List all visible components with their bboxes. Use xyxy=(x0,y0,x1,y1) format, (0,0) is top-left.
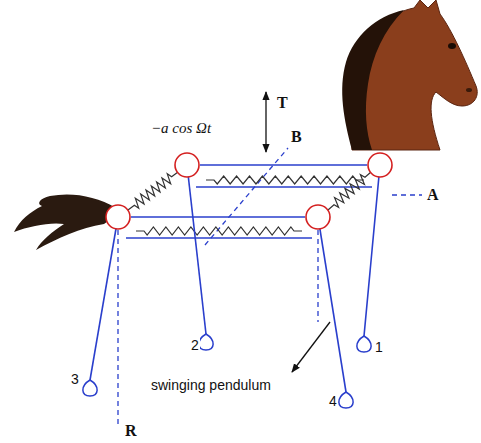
pendulum-rod xyxy=(187,165,206,334)
pendulum-bob xyxy=(199,334,213,350)
horse-mane xyxy=(342,10,404,150)
frame-bar xyxy=(126,237,312,239)
callout-number: 2 xyxy=(190,338,200,353)
frame-bar xyxy=(196,186,372,188)
frame-bar xyxy=(200,164,367,166)
horse-tail xyxy=(14,195,116,251)
axis-label: A xyxy=(426,186,440,204)
leader-arrow xyxy=(292,322,330,372)
axis-label: B xyxy=(290,128,303,146)
oscillation-arrow xyxy=(265,92,266,152)
spring-symbol xyxy=(206,176,364,184)
pendulum-rod xyxy=(90,217,118,380)
spring-symbol xyxy=(128,172,178,210)
axis-label: R xyxy=(124,422,138,440)
pendulum-bob xyxy=(339,392,353,408)
callout-number: 4 xyxy=(328,394,338,409)
pivot-circle xyxy=(306,205,330,229)
horse-eye xyxy=(448,43,456,49)
axis-line xyxy=(117,230,118,428)
frame-bar xyxy=(131,216,305,218)
horse-nostril xyxy=(466,88,472,92)
pivot-circle xyxy=(175,153,199,177)
callout-number: 3 xyxy=(70,372,80,387)
pendulum-bob xyxy=(83,380,97,396)
axis-line xyxy=(317,230,318,322)
spring-symbol xyxy=(136,227,302,235)
pendulum-bob xyxy=(357,336,371,352)
forcing-label: −a cos Ωt xyxy=(150,120,212,137)
axis-label: T xyxy=(276,94,289,112)
horse-head xyxy=(351,0,477,150)
pendulum-rod xyxy=(364,165,380,336)
spring-symbol xyxy=(328,172,371,210)
pivot-circle xyxy=(106,205,130,229)
note-label: swinging pendulum xyxy=(150,378,272,393)
axis-line xyxy=(392,194,422,195)
callout-number: 1 xyxy=(374,340,384,355)
pivot-circle xyxy=(368,153,392,177)
pendulum-rod xyxy=(318,217,346,392)
